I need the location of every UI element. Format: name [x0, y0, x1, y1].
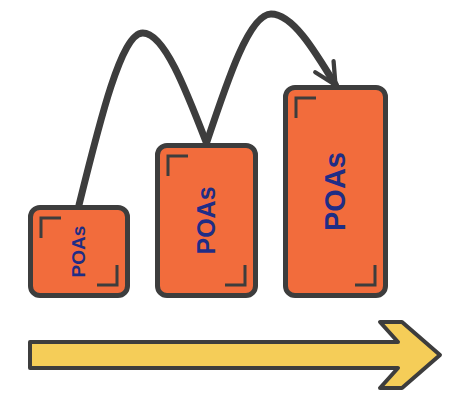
step-box: POAs — [155, 143, 258, 298]
box-label: POAs — [321, 152, 350, 231]
corner-bracket — [97, 265, 117, 285]
box-label: POAs — [70, 226, 89, 278]
corner-bracket — [296, 98, 316, 118]
corner-bracket — [168, 156, 188, 176]
corner-bracket — [355, 265, 375, 285]
corner-bracket — [225, 265, 245, 285]
step-box: POAs — [283, 85, 388, 298]
progress-arrow — [30, 322, 440, 388]
corner-bracket — [41, 218, 61, 238]
step-box: POAs — [28, 205, 130, 298]
box-label: POAs — [194, 186, 219, 254]
